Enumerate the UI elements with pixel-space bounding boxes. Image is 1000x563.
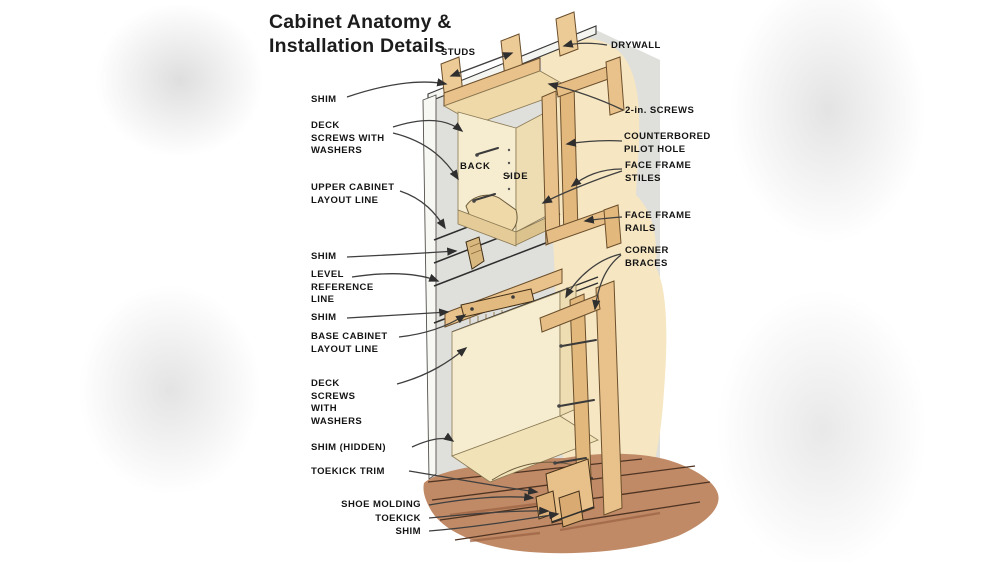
- label-toekick: TOEKICK: [375, 513, 421, 524]
- leader-rails: [583, 215, 623, 224]
- leader-base-layout: [398, 314, 467, 338]
- upper-cabinet: [443, 56, 625, 249]
- leader-lines: [346, 39, 624, 532]
- label-deck-screws-lower: DECK SCREWS WITH WASHERS: [311, 378, 363, 427]
- label-shoe-molding: SHOE MOLDING: [341, 499, 421, 510]
- leader-shim-hidden: [411, 432, 455, 448]
- label-base-cabinet-layout-line: BASE CABINET LAYOUT LINE: [311, 331, 388, 355]
- label-cabinet-back: BACK: [460, 161, 491, 172]
- shelf-pin-holes: [507, 148, 511, 191]
- screw-head: [475, 153, 479, 157]
- label-deck-screws-upper: DECK SCREWS WITH WASHERS: [311, 120, 385, 157]
- corner-brace: [460, 288, 535, 324]
- leader-shim-top: [346, 78, 448, 98]
- base-deck: [451, 415, 599, 483]
- label-counterbored-pilot-hole: COUNTERBORED PILOT HOLE: [624, 131, 711, 155]
- label-shim-top: SHIM: [311, 94, 337, 105]
- leader-corner-a: [565, 253, 622, 299]
- base-cabinet: [444, 268, 623, 528]
- leader-deck-upper-b: [392, 132, 459, 181]
- upper-face-frame-stub-bottom: [603, 204, 622, 249]
- label-toekick-trim: TOEKICK TRIM: [311, 466, 385, 477]
- leader-stiles-b: [541, 170, 623, 204]
- leader-2in-screws: [547, 82, 624, 111]
- leader-shim-bottom: [428, 511, 560, 532]
- screw-head: [472, 199, 476, 203]
- stud: [555, 11, 579, 57]
- leader-toekick: [428, 506, 550, 519]
- label-face-frame-rails: FACE FRAME RAILS: [625, 210, 692, 234]
- leader-level-ref: [351, 273, 440, 282]
- label-cabinet-side: SIDE: [503, 171, 529, 182]
- leader-studs: [449, 52, 514, 77]
- shim-wedge: [465, 236, 485, 270]
- label-shim-level-upper: SHIM: [311, 251, 337, 262]
- label-level-reference-line: LEVEL REFERENCE LINE: [311, 269, 374, 306]
- back-panel-screws: [474, 147, 499, 201]
- label-face-frame-stiles: FACE FRAME STILES: [625, 160, 692, 184]
- label-upper-cabinet-layout-line: UPPER CABINET LAYOUT LINE: [311, 182, 395, 206]
- toekick-assembly: [535, 458, 595, 528]
- label-2in-screws: 2-in. SCREWS: [625, 105, 695, 116]
- leader-shoe-molding: [428, 492, 535, 506]
- upper-face-frame-stub-top: [605, 56, 625, 116]
- label-drywall: DRYWALL: [611, 40, 661, 51]
- leader-drywall: [562, 39, 608, 48]
- base-face-frame-stile: [595, 280, 623, 516]
- label-studs: STUDS: [441, 47, 476, 58]
- toekick-shim-block: [558, 490, 584, 528]
- diagram-title: Cabinet Anatomy & Installation Details: [269, 11, 452, 57]
- leader-counterbored: [565, 138, 623, 147]
- leader-corner-b: [592, 254, 622, 311]
- label-corner-braces: CORNER BRACES: [625, 245, 669, 269]
- drywall-cut-edge: [422, 94, 437, 480]
- label-shim-bottom: SHIM: [395, 526, 421, 537]
- leader-toekick-trim: [408, 470, 539, 495]
- leader-deck-upper-a: [392, 119, 464, 132]
- leader-deck-lower: [396, 347, 468, 385]
- leader-shim-mid1: [346, 247, 458, 258]
- upper-bottom-front: [457, 209, 517, 247]
- leader-stiles-a: [570, 168, 623, 187]
- label-shim-level-lower: SHIM: [311, 312, 337, 323]
- leader-upper-layout: [399, 190, 446, 230]
- label-shim-hidden: SHIM (HIDDEN): [311, 442, 386, 453]
- leader-shim-mid2: [346, 308, 450, 319]
